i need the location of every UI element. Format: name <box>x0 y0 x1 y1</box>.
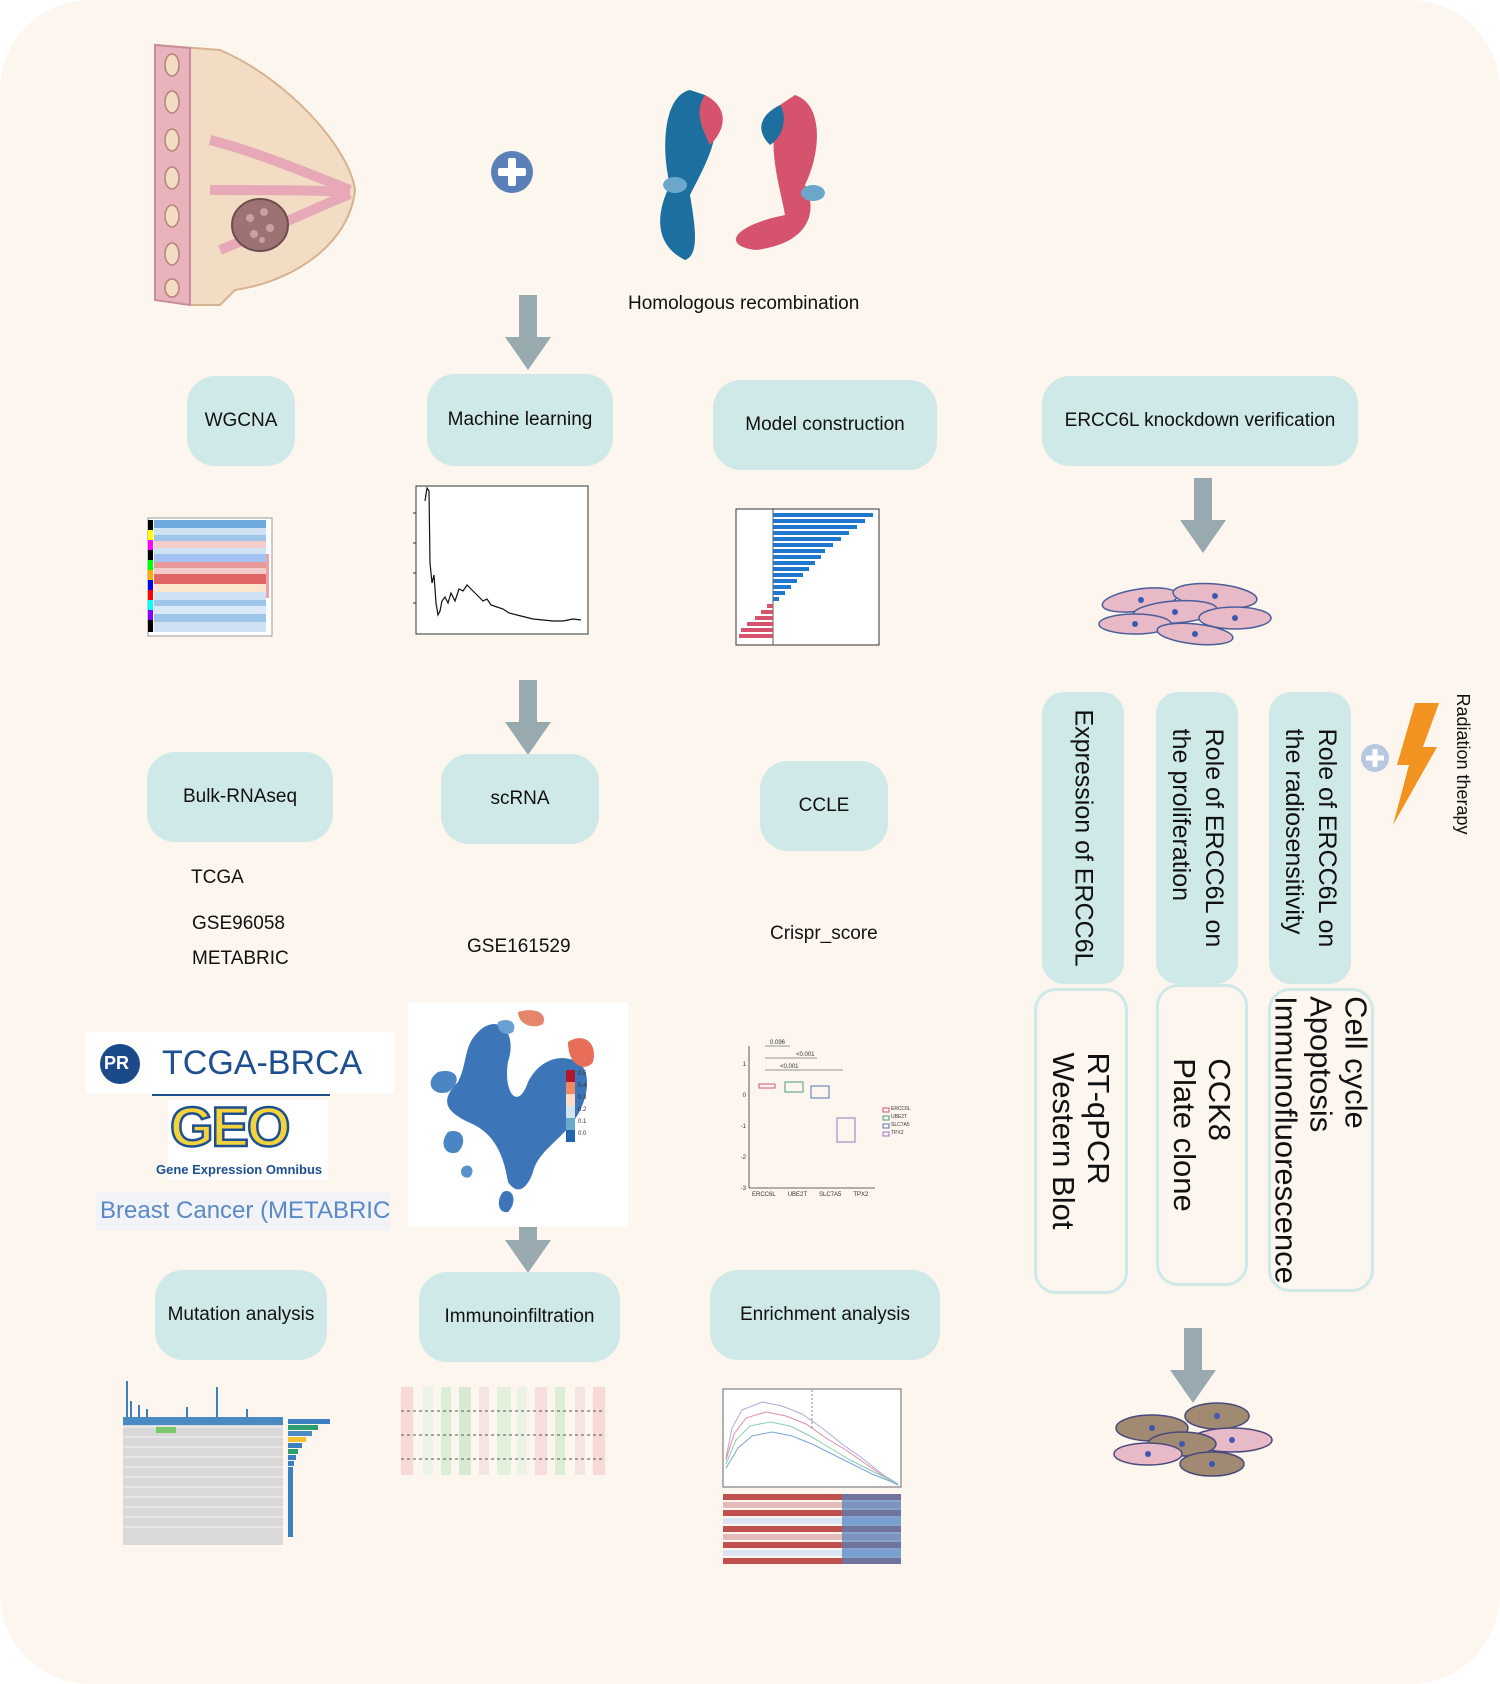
cell-icon <box>1113 1402 1273 1477</box>
radio-methods-box: Cell cycle Apoptosis Immunofluorescence <box>1268 988 1374 1292</box>
bulk-rnaseq-box: Bulk-RNAseq <box>147 752 333 842</box>
gene-label: TPX2 <box>853 1192 869 1198</box>
umap-colorbar-labels: 0.5 0.4 0.3 0.2 0.1 0.0 <box>578 1068 586 1140</box>
machine-learning-plot <box>413 485 589 635</box>
breast-tissue-icon <box>154 43 357 307</box>
method-cck8: CCK8 <box>1202 1058 1237 1142</box>
homologous-recombination-label: Homologous recombination <box>628 293 860 314</box>
method-western-blot: Western Blot <box>1046 1052 1081 1230</box>
pr-badge-text: PR <box>104 1053 130 1073</box>
expression-methods-box: RT-qPCR Western Blot <box>1034 988 1128 1294</box>
gene-label: SLC7A5 <box>819 1192 842 1198</box>
knockdown-box: ERCC6L knockdown verification <box>1042 376 1358 466</box>
method-immunofluorescence: Immunofluorescence <box>1268 996 1304 1284</box>
ytick: -2 <box>740 1155 746 1161</box>
pval-2: <0.001 <box>796 1052 815 1058</box>
proliferation-box: Role of ERCC6L on the proliferation <box>1156 692 1238 984</box>
boxplot-yticks: 1 0 -1 -2 -3 <box>736 1050 746 1205</box>
colorbar-label: 0.3 <box>578 1095 587 1101</box>
dataset-crispr-score: Crispr_score <box>770 923 878 944</box>
method-apoptosis: Apoptosis <box>1303 996 1339 1133</box>
geo-subtitle: Gene Expression Omnibus <box>156 1162 323 1177</box>
plus-icon <box>1361 744 1389 772</box>
radiation-label-wrap: Radiation therapy <box>1448 686 1478 842</box>
colorbar-label: 0.5 <box>578 1071 587 1077</box>
pval-3: <0.001 <box>780 1064 799 1070</box>
ytick: -1 <box>740 1124 746 1130</box>
legend-item: TPX2 <box>891 1130 904 1136</box>
legend-item: SLC7A5 <box>891 1122 910 1128</box>
ytick: 1 <box>742 1062 746 1068</box>
expression-label: Expression of ERCC6L <box>1069 709 1098 967</box>
down-arrow-4 <box>1180 478 1226 553</box>
legend-item: UBE2T <box>891 1114 908 1120</box>
geo-text: GEO <box>169 1094 292 1160</box>
pr-badge <box>100 1044 140 1084</box>
down-arrow-1 <box>505 295 551 370</box>
machine-learning-box: Machine learning <box>427 374 613 466</box>
enrichment-analysis-box: Enrichment analysis <box>710 1270 940 1360</box>
ytick: -3 <box>740 1186 746 1192</box>
down-arrow-5 <box>1170 1328 1216 1403</box>
colorbar-label: 0.4 <box>578 1083 587 1089</box>
colorbar-label: 0.0 <box>578 1131 587 1137</box>
wgcna-heatmap <box>147 517 273 637</box>
crispr-boxplot <box>748 1045 890 1189</box>
model-construction-box: Model construction <box>713 380 937 470</box>
radiosensitivity-label: Role of ERCC6L on the radiosensitivity <box>1277 729 1343 948</box>
method-plate-clone: Plate clone <box>1167 1058 1202 1212</box>
expression-box: Expression of ERCC6L <box>1042 692 1124 984</box>
model-coefficient-plot <box>735 508 880 646</box>
gene-label: ERCC6L <box>752 1192 776 1198</box>
geo-logo: GEO Gene Expression Omnibus <box>156 1094 328 1180</box>
gsea-plot <box>722 1388 902 1564</box>
legend-item: ERCC6L <box>891 1106 911 1112</box>
pval-1: 0.096 <box>770 1040 786 1046</box>
method-rtqpcr: RT-qPCR <box>1081 1052 1116 1185</box>
wgcna-box: WGCNA <box>187 376 295 466</box>
proliferation-methods-box: CCK8 Plate clone <box>1156 984 1248 1286</box>
metabric-link: Breast Cancer (METABRIC <box>96 1192 390 1230</box>
radiosensitivity-line-1: Role of ERCC6L on <box>1313 728 1341 948</box>
boxplot-legend: ERCC6L UBE2T SLC7A5 TPX2 <box>891 1105 911 1137</box>
logo-divider <box>152 1094 330 1096</box>
dataset-metabric: METABRIC <box>192 948 289 969</box>
proliferation-line-1: Role of ERCC6L on <box>1200 728 1228 948</box>
tcga-brca-text: TCGA-BRCA <box>162 1044 363 1082</box>
proliferation-label: Role of ERCC6L on the proliferation <box>1164 729 1230 948</box>
gene-label: UBE2T <box>787 1192 808 1198</box>
scrna-box: scRNA <box>441 754 599 844</box>
chromosome-icon <box>660 90 825 260</box>
mutation-analysis-box: Mutation analysis <box>155 1270 327 1360</box>
down-arrow-2 <box>505 680 551 755</box>
radiosensitivity-line-2: the radiosensitivity <box>1280 728 1308 935</box>
colorbar-label: 0.1 <box>578 1119 587 1125</box>
immuno-heatmap <box>401 1387 605 1475</box>
ccle-box: CCLE <box>760 761 888 851</box>
dataset-gse96058: GSE96058 <box>192 913 285 934</box>
tcga-brca-logo: PR TCGA-BRCA <box>86 1032 394 1094</box>
proliferation-line-2: the proliferation <box>1167 728 1195 902</box>
expression-methods: RT-qPCR Western Blot <box>1046 1053 1116 1230</box>
radio-methods: Cell cycle Apoptosis Immunofluorescence <box>1269 996 1374 1284</box>
ytick: 0 <box>742 1093 746 1099</box>
oncoprint-plot <box>123 1381 330 1545</box>
immunoinfiltration-box: Immunoinfiltration <box>419 1272 620 1362</box>
boxplot-genes: ERCC6L UBE2T SLC7A5 TPX2 <box>752 1192 868 1198</box>
radiosensitivity-box: Role of ERCC6L on the radiosensitivity <box>1269 692 1351 984</box>
method-cell-cycle: Cell cycle <box>1338 996 1374 1129</box>
lightning-icon <box>1393 703 1439 825</box>
scrna-umap-plot <box>408 1002 628 1227</box>
proliferation-methods: CCK8 Plate clone <box>1167 1058 1237 1211</box>
dataset-gse161529: GSE161529 <box>467 936 571 957</box>
plus-icon <box>491 151 533 193</box>
dataset-tcga: TCGA <box>191 867 244 888</box>
colorbar-label: 0.2 <box>578 1107 587 1113</box>
cell-icon <box>1098 582 1272 646</box>
radiation-therapy-label: Radiation therapy <box>1453 693 1473 835</box>
